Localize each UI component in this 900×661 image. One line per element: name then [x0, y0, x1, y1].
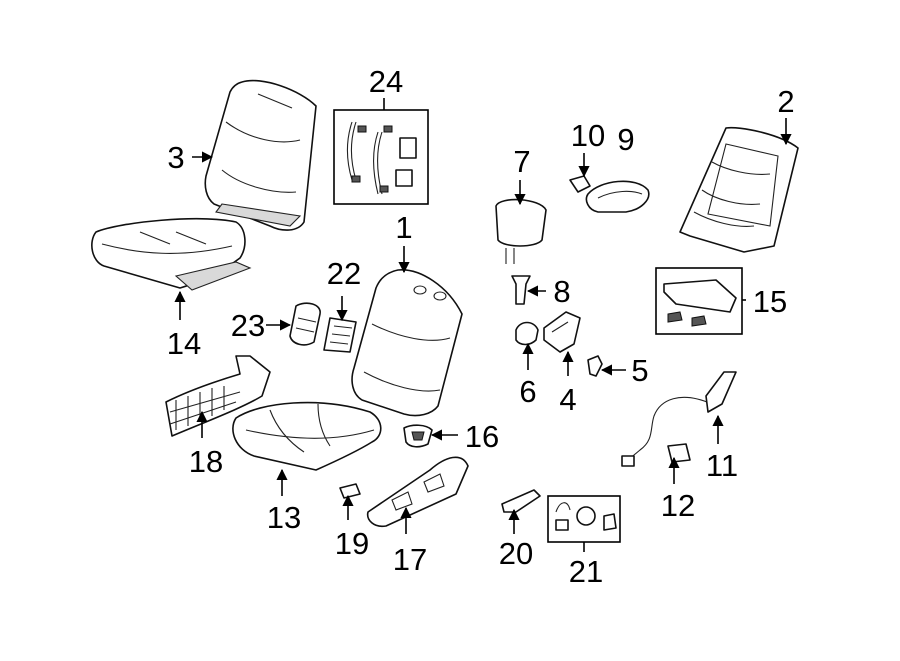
callout-17: 17 — [393, 542, 427, 577]
callout-14: 14 — [167, 326, 201, 361]
part-17-track-cover — [366, 456, 469, 528]
part-20-cover — [501, 489, 541, 513]
part-6-cover — [515, 321, 539, 346]
part-2-seat-frame — [679, 126, 799, 253]
callout-21: 21 — [569, 554, 603, 589]
callout-24: 24 — [369, 64, 403, 99]
part-22-pad — [323, 317, 357, 353]
part-3-seat-back — [204, 79, 317, 231]
part-24-hardware-box — [333, 109, 429, 205]
part-1-seat-back — [351, 269, 463, 417]
callout-20: 20 — [499, 536, 533, 571]
part-15-box — [655, 267, 743, 335]
part-10-knob — [569, 175, 591, 193]
callout-2: 2 — [777, 84, 794, 119]
callout-4: 4 — [559, 382, 576, 417]
part-16-clip — [403, 424, 433, 448]
callout-18: 18 — [189, 444, 223, 479]
leader-lines — [174, 98, 792, 552]
callout-13: 13 — [267, 500, 301, 535]
part-13-seat-cushion — [232, 401, 382, 471]
callout-6: 6 — [519, 374, 536, 409]
callout-23: 23 — [231, 308, 265, 343]
part-8-guide — [511, 275, 531, 305]
callout-1: 1 — [395, 210, 412, 245]
callout-7: 7 — [513, 144, 530, 179]
part-9-armrest — [585, 180, 650, 213]
part-12-clip — [667, 443, 691, 463]
part-21-box — [547, 495, 621, 543]
callout-12: 12 — [661, 488, 695, 523]
part-18-side-trim — [165, 355, 271, 437]
part-7-headrest — [495, 198, 547, 264]
callout-10: 10 — [571, 118, 605, 153]
part-11-harness — [621, 371, 737, 467]
callout-22: 22 — [327, 256, 361, 291]
callout-16: 16 — [465, 419, 499, 454]
callout-15: 15 — [753, 284, 787, 319]
callout-9: 9 — [617, 122, 634, 157]
part-5-bolt — [587, 355, 603, 377]
part-23-pad — [289, 302, 321, 346]
part-14-seat-cushion — [91, 217, 252, 291]
callout-11: 11 — [706, 448, 738, 483]
part-4-bracket — [543, 311, 581, 353]
callout-3: 3 — [167, 140, 184, 175]
callout-5: 5 — [631, 353, 648, 388]
part-19-cap — [339, 483, 361, 499]
callout-labels: 1 2 3 4 5 6 7 8 9 10 11 12 13 14 15 16 1… — [167, 64, 795, 589]
callout-8: 8 — [553, 274, 570, 309]
callout-19: 19 — [335, 526, 369, 561]
